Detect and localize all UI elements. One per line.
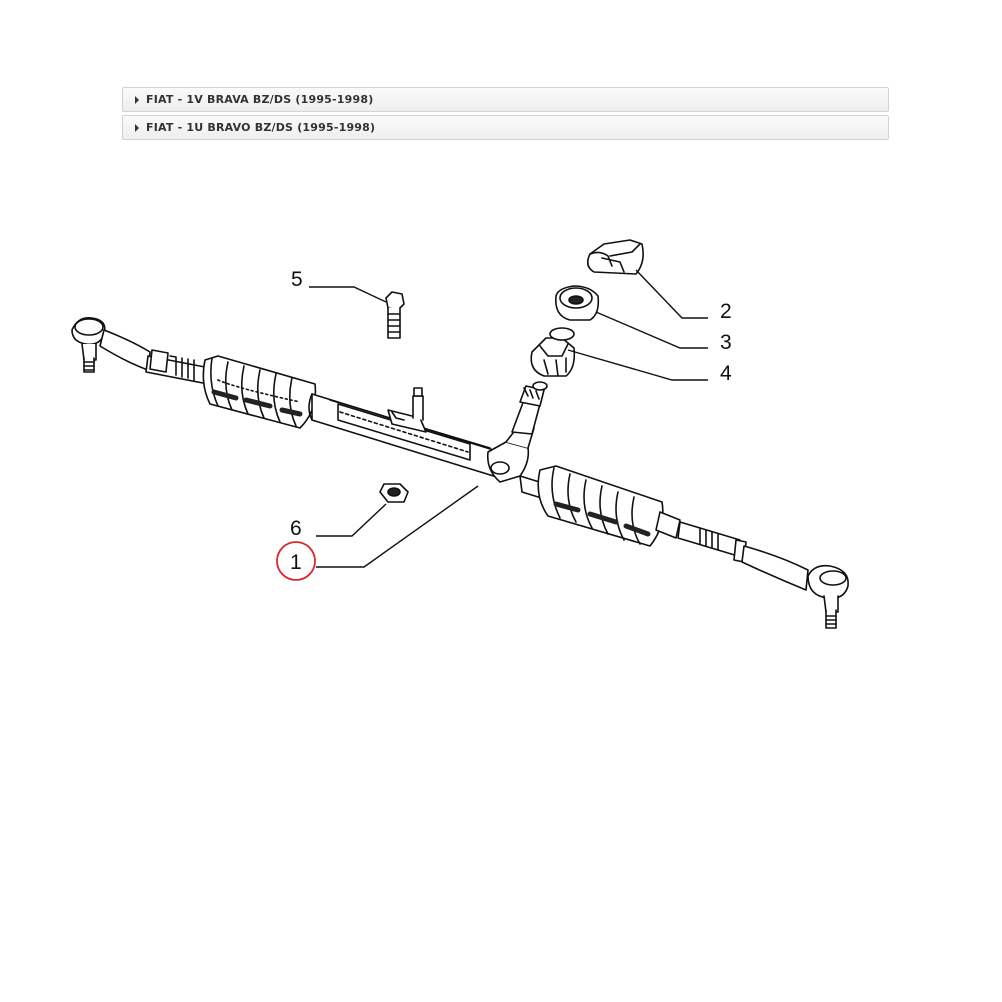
right-bellows	[537, 465, 681, 547]
right-tie-rod-end	[733, 539, 849, 629]
leader-line-1	[316, 485, 479, 568]
left-bellows	[202, 355, 317, 429]
leader-line-5	[309, 286, 387, 303]
callout-2: 2	[720, 300, 732, 323]
callout-1: 1	[290, 551, 302, 574]
caret-right-icon	[135, 95, 139, 104]
accordion-header-brava[interactable]: FIAT - 1V BRAVA BZ/DS (1995-1998)	[122, 87, 889, 112]
part-5-bolt	[385, 291, 405, 339]
callout-5: 5	[291, 268, 303, 291]
part-3-rubber-bushing	[554, 285, 600, 321]
callout-3: 3	[720, 331, 732, 354]
left-tie-rod-end	[71, 316, 151, 373]
part-2-clamp-bracket	[586, 239, 644, 275]
leader-line-4	[567, 349, 708, 381]
accordion-header-bravo[interactable]: FIAT - 1U BRAVO BZ/DS (1995-1998)	[122, 115, 889, 140]
accordion-label: FIAT - 1U BRAVO BZ/DS (1995-1998)	[146, 121, 376, 134]
callout-4: 4	[720, 362, 732, 385]
leader-line-2	[635, 269, 708, 319]
leader-line-6	[316, 503, 387, 537]
leader-line-3	[595, 311, 708, 349]
highlight-circle	[276, 541, 316, 581]
callout-6: 6	[290, 517, 302, 540]
rack-housing	[308, 381, 549, 501]
accordion-label: FIAT - 1V BRAVA BZ/DS (1995-1998)	[146, 93, 374, 106]
part-6-nut	[379, 483, 409, 503]
caret-right-icon	[135, 123, 139, 132]
part-4-bushing-sleeve	[530, 327, 576, 377]
